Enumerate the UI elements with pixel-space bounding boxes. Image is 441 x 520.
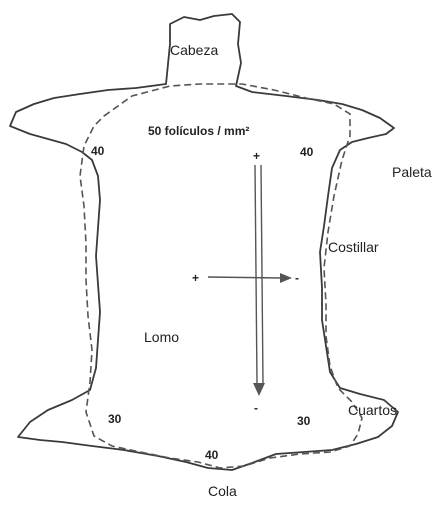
vertical-gradient-arrow [253, 165, 265, 396]
label-lomo: Lomo [144, 329, 179, 345]
density-top-right: 40 [300, 145, 314, 159]
label-costillar: Costillar [328, 239, 379, 255]
sign-horizontal-right: - [295, 271, 299, 285]
density-bottom-center: 40 [205, 448, 219, 462]
sign-vertical-bottom: - [254, 401, 258, 415]
dashed-outline [80, 84, 362, 468]
density-bottom-right: 30 [297, 414, 311, 428]
density-bottom-left: 30 [108, 412, 122, 426]
label-paleta: Paleta [392, 164, 432, 180]
sign-horizontal-left: + [192, 271, 199, 285]
density-center: 50 folículos / mm² [148, 124, 249, 138]
density-top-left: 40 [91, 144, 105, 158]
sign-vertical-top: + [253, 149, 260, 163]
label-cuartos: Cuartos [348, 402, 397, 418]
label-cabeza: Cabeza [170, 42, 218, 58]
label-cola: Cola [208, 483, 237, 499]
horizontal-gradient-arrow [208, 273, 292, 283]
